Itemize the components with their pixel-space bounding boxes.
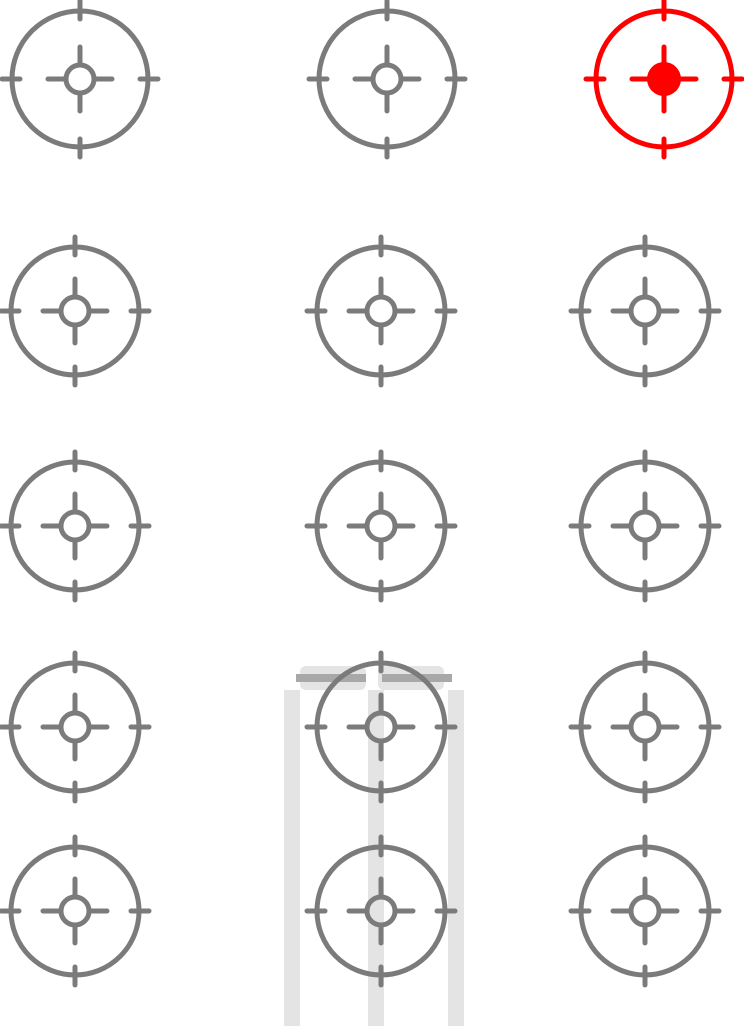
target-ring xyxy=(8,459,142,593)
crosshair-target-icon[interactable] xyxy=(304,650,458,804)
crosshair-target-icon[interactable] xyxy=(304,449,458,603)
faded-bar-left xyxy=(296,674,366,682)
target-ring xyxy=(578,660,712,794)
target-ring xyxy=(8,660,142,794)
faded-pillar-left xyxy=(284,690,300,1026)
target-hub xyxy=(370,62,404,96)
faded-bar-right xyxy=(382,674,452,682)
crosshair-target-icon[interactable] xyxy=(568,834,722,988)
crosshair-target-icon[interactable] xyxy=(568,234,722,388)
target-ring xyxy=(578,844,712,978)
target-ring xyxy=(314,459,448,593)
target-hub-filled xyxy=(647,62,681,96)
target-hub xyxy=(628,894,662,928)
target-hub xyxy=(628,294,662,328)
target-ring xyxy=(578,459,712,593)
target-ring xyxy=(314,244,448,378)
crosshair-target-icon[interactable] xyxy=(0,0,161,160)
crosshair-target-icon-selected[interactable] xyxy=(583,0,744,160)
target-ring xyxy=(8,844,142,978)
target-ring xyxy=(578,244,712,378)
target-hub xyxy=(364,710,398,744)
target-hub xyxy=(364,294,398,328)
target-ring xyxy=(316,8,458,150)
target-hub xyxy=(58,710,92,744)
target-hub xyxy=(628,710,662,744)
crosshair-target-icon[interactable] xyxy=(568,650,722,804)
faded-pillar-right xyxy=(448,690,464,1026)
target-hub xyxy=(364,509,398,543)
crosshair-target-icon[interactable] xyxy=(0,650,152,804)
crosshair-target-icon[interactable] xyxy=(0,834,152,988)
crosshair-target-icon[interactable] xyxy=(568,449,722,603)
target-hub xyxy=(628,509,662,543)
target-hub xyxy=(58,894,92,928)
target-hub xyxy=(364,894,398,928)
targets-layer xyxy=(0,0,744,988)
target-hub xyxy=(58,294,92,328)
crosshair-target-icon[interactable] xyxy=(304,234,458,388)
crosshair-target-icon[interactable] xyxy=(304,834,458,988)
target-ring xyxy=(8,244,142,378)
crosshair-target-icon[interactable] xyxy=(306,0,468,160)
target-hub xyxy=(58,509,92,543)
target-ring xyxy=(9,8,151,150)
target-hub xyxy=(63,62,97,96)
crosshair-target-icon[interactable] xyxy=(0,234,152,388)
crosshair-target-icon[interactable] xyxy=(0,449,152,603)
